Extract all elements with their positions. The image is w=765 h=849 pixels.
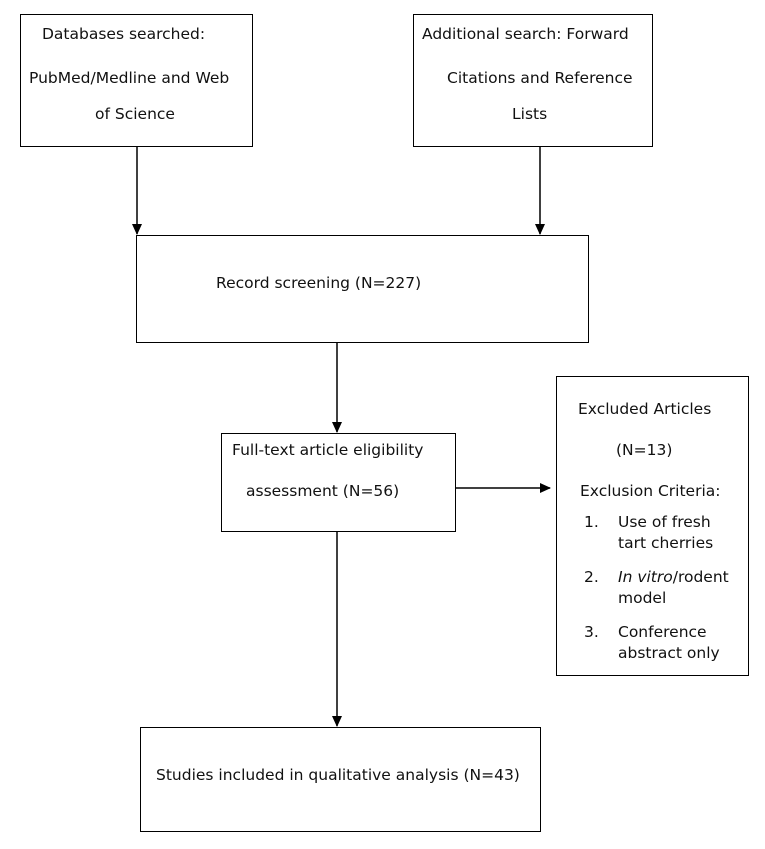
criterion-text-line2: tart cherries [618, 534, 714, 552]
databases-searched-line1: Databases searched: [42, 25, 206, 43]
databases-searched-line2: PubMed/Medline and Web [29, 69, 230, 87]
eligibility-assessment-box [221, 433, 456, 532]
criterion-text-rest: /rodent [672, 568, 729, 586]
criterion-number: 2. [584, 568, 599, 586]
additional-search-box [413, 14, 653, 147]
criterion-number: 1. [584, 513, 599, 531]
databases-searched-box [20, 14, 253, 147]
studies-included-box [140, 727, 541, 832]
criterion-text-line1: Conference [618, 623, 707, 641]
studies-included-label: Studies included in qualitative analysis… [156, 766, 520, 784]
exclusion-criteria-list: 1. Use of fresh tart cherries 2. In vitr… [584, 512, 738, 677]
criterion-text-line1: In vitro/rodent [618, 567, 738, 588]
excluded-articles-title: Excluded Articles [578, 400, 712, 418]
eligibility-assessment-line1: Full-text article eligibility [232, 441, 424, 459]
criterion-number: 3. [584, 623, 599, 641]
criterion-text-line1: Use of fresh [618, 513, 711, 531]
exclusion-criterion: 1. Use of fresh tart cherries [584, 512, 738, 554]
excluded-articles-count: (N=13) [616, 441, 673, 459]
eligibility-assessment-line2: assessment (N=56) [246, 482, 400, 500]
exclusion-criterion: 3. Conference abstract only [584, 622, 738, 664]
additional-search-line2: Citations and Reference [447, 69, 633, 87]
exclusion-criteria-heading: Exclusion Criteria: [580, 482, 721, 500]
exclusion-criterion: 2. In vitro/rodent model [584, 567, 738, 609]
criterion-text-line2: abstract only [618, 644, 720, 662]
excluded-articles-box [556, 376, 749, 676]
record-screening-box [136, 235, 589, 343]
additional-search-line3: Lists [512, 105, 548, 123]
criterion-text-line2: model [618, 589, 667, 607]
databases-searched-line3: of Science [95, 105, 175, 123]
record-screening-label: Record screening (N=227) [216, 274, 422, 292]
additional-search-line1: Additional search: Forward [422, 25, 629, 43]
criterion-italic-term: In vitro [618, 568, 673, 586]
